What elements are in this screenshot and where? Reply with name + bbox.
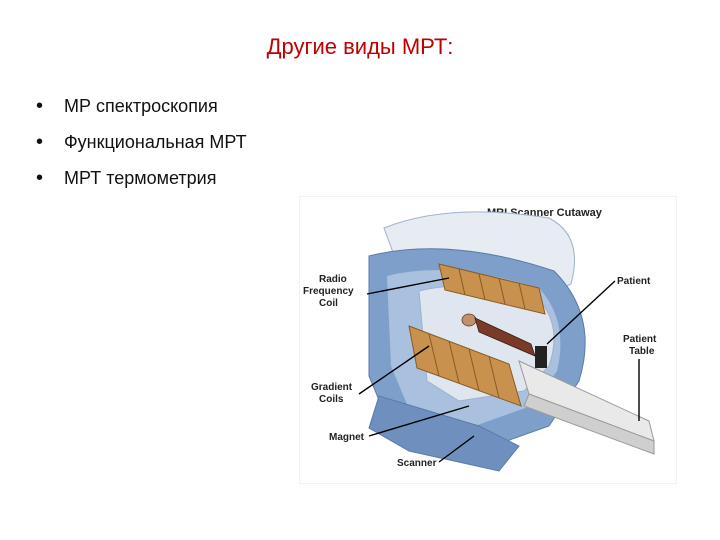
scanner-base	[368, 395, 520, 472]
bullet-item: • МРТ термометрия	[36, 164, 247, 200]
patient	[461, 313, 547, 368]
gradient-coils	[408, 325, 522, 407]
bullet-text: МР спектроскопия	[64, 96, 218, 116]
bullet-list: • МР спектроскопия • Функциональная МРТ • М…	[36, 92, 247, 200]
label-rf-coil-line2: Frequency	[303, 286, 354, 297]
rf-coil	[438, 263, 546, 315]
bullet-dot-icon: •	[36, 95, 44, 117]
label-patient: Patient	[617, 276, 651, 287]
label-gradient-coils-line2: Coils	[319, 394, 344, 405]
bullet-item: • МР спектроскопия	[36, 92, 247, 128]
patient-table-side	[523, 393, 655, 455]
label-gradient-coils-line1: Gradient	[311, 382, 353, 393]
label-rf-coil-line1: Radio	[319, 274, 347, 285]
leader-lines	[358, 277, 640, 463]
bullet-text: МРТ термометрия	[64, 168, 217, 188]
leader-line-scanner	[438, 435, 475, 463]
label-rf-coil-line3: Coil	[319, 298, 338, 309]
label-magnet: Magnet	[329, 432, 365, 443]
leader-line-patient	[546, 280, 616, 345]
bullet-dot-icon: •	[36, 131, 44, 153]
bullet-text: Функциональная МРТ	[64, 132, 247, 152]
leader-line-magnet	[368, 405, 470, 437]
slide-title: Другие виды МРТ:	[266, 34, 454, 59]
label-patient-table-line2: Table	[629, 346, 655, 357]
leader-line-rf-coil	[366, 277, 450, 295]
bullet-dot-icon: •	[36, 167, 44, 189]
label-scanner: Scanner	[397, 458, 437, 469]
bullet-item: • Функциональная МРТ	[36, 128, 247, 164]
leader-line-gradient-coils	[358, 345, 430, 395]
label-patient-table-line1: Patient	[623, 334, 657, 345]
mri-scanner-cutaway-figure: MRI Scanner Cutaway	[299, 196, 677, 484]
